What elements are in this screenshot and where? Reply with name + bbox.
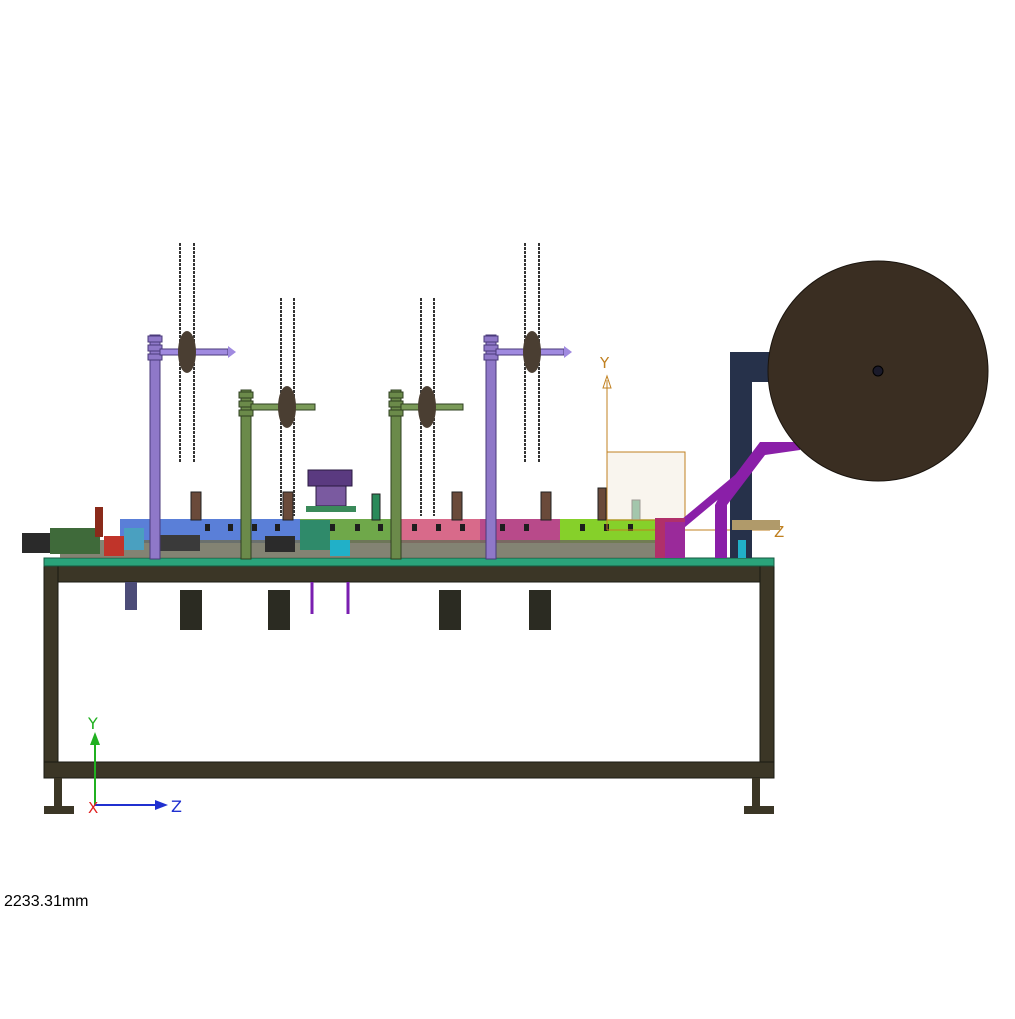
model-axis-z-label: Z: [774, 523, 784, 541]
scale-readout: 2233.31mm: [4, 893, 89, 910]
triad-x-label: X: [88, 799, 98, 817]
selection-box: [606, 451, 686, 521]
spool-4[interactable]: [523, 243, 541, 462]
left-end-mechanism[interactable]: [22, 507, 350, 556]
feeder-hopper[interactable]: [306, 469, 356, 512]
guide-arm[interactable]: [655, 442, 800, 558]
triad-y-label: Y: [87, 714, 98, 733]
under-table-parts: [125, 582, 551, 630]
station-cylinders: [190, 487, 641, 521]
spool-1[interactable]: [178, 243, 196, 462]
table-frame[interactable]: [43, 559, 775, 814]
triad-z-label: Z: [171, 797, 182, 816]
spool-2[interactable]: [278, 298, 296, 516]
view-triad: Y Z X: [87, 714, 182, 817]
fabric-roll[interactable]: [767, 260, 989, 482]
model-axis-y-label: Y: [599, 354, 610, 372]
spool-3[interactable]: [418, 298, 436, 516]
